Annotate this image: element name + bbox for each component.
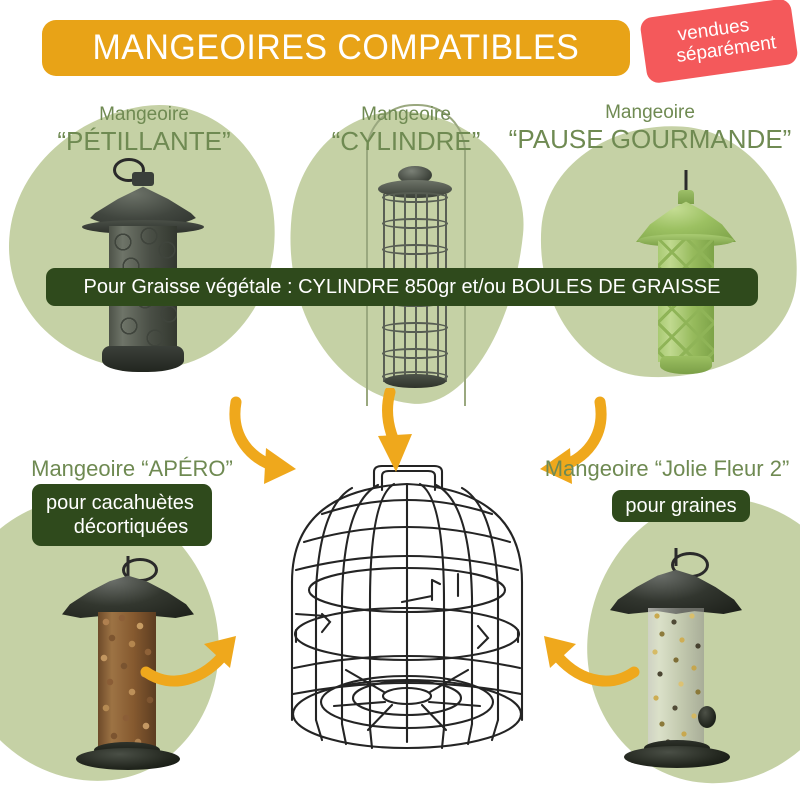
caption-prefix: Mangeoire <box>605 102 695 123</box>
tag-pour-cacahuetes: pour cacahuètes décortiquées <box>32 484 212 546</box>
feeder-tray <box>102 346 184 372</box>
feeder-base <box>384 374 446 388</box>
banner-graisse-vegetale: Pour Graisse végétale : CYLINDRE 850gr e… <box>46 268 758 306</box>
feeder-base <box>660 356 712 374</box>
caption-cylindre: Mangeoire “CYLINDRE” <box>308 104 504 156</box>
feeder-tube-peanuts <box>98 612 156 748</box>
page-title: MANGEOIRES COMPATIBLES <box>92 28 580 67</box>
protective-wire-cage-dome-icon <box>282 462 532 760</box>
caption-prefix: Mangeoire <box>361 104 451 125</box>
feeder-tray <box>76 748 180 770</box>
feeder-tray <box>624 746 730 768</box>
hanger-wire <box>684 170 688 192</box>
caption-jolie-fleur-2: Mangeoire “Jolie Fleur 2” <box>544 456 790 481</box>
feeder-roof <box>610 569 742 614</box>
caption-pause-gourmande: Mangeoire “PAUSE GOURMANDE” <box>500 102 800 154</box>
status-badge-sold-separately: vendues séparément <box>639 0 799 85</box>
caption-prefix: Mangeoire <box>99 104 189 125</box>
tag-line-1: pour cacahuètes <box>46 492 194 514</box>
caption-name: “CYLINDRE” <box>331 126 481 157</box>
feeder-feeding-port <box>698 706 716 728</box>
tag-pour-graines: pour graines <box>612 490 750 522</box>
feeder-cap <box>132 172 154 186</box>
caption-apero: Mangeoire “APÉRO” <box>31 456 233 481</box>
caption-petillante: Mangeoire “PÉTILLANTE” <box>24 104 264 156</box>
cage-svg <box>290 464 524 750</box>
caption-name: “PÉTILLANTE” <box>57 126 231 157</box>
page-title-bar: MANGEOIRES COMPATIBLES <box>42 20 630 76</box>
feeder-tube-seeds <box>648 608 704 748</box>
bird-feeder-jolie-fleur-2-icon <box>606 548 746 768</box>
caption-name: “PAUSE GOURMANDE” <box>508 124 792 155</box>
tag-line-2: décortiquées <box>73 516 189 538</box>
bird-feeder-apero-icon <box>58 556 198 770</box>
